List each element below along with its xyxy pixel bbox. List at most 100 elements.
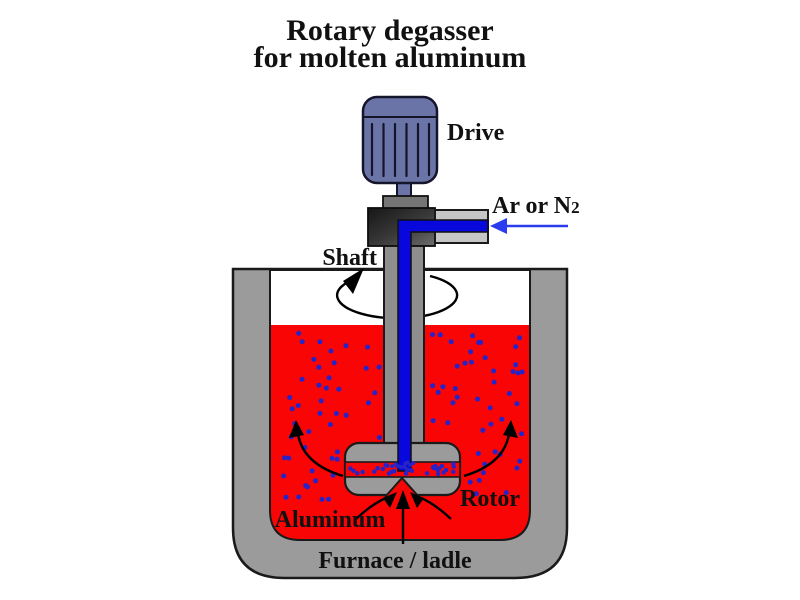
bubble [487,405,493,411]
label-aluminum: Aluminum [275,507,386,533]
label-gas: Ar or N2 [492,193,580,219]
bubble [331,360,337,366]
bubble [329,455,335,461]
bubble [375,466,380,471]
bubble [282,455,288,461]
drive-motor [361,95,439,199]
bubble [436,471,441,477]
bubble [517,458,523,464]
bubble [448,339,454,345]
bubble [492,449,498,455]
label-furnace-ladle: Furnace / ladle [318,548,472,574]
bubble [435,389,441,395]
bubble [488,421,494,427]
bubble [326,496,331,502]
bubble [439,463,445,469]
inflow-arrowhead-center [396,490,410,509]
bubble [336,386,342,392]
bubble [365,344,371,350]
label-shaft: Shaft [322,245,377,271]
bubble [319,496,325,502]
bubble [390,464,395,469]
bubble [514,465,520,471]
bubble [391,469,397,474]
motor-cooling-fins [370,122,431,178]
bubble [513,362,519,368]
bubble [289,406,295,412]
bubble [469,359,474,365]
bubble [334,456,340,462]
bubble [376,364,382,370]
bubble [316,364,322,370]
rotor-notch-edge [384,476,420,498]
title-line1: Rotary degasser [286,14,493,47]
bubble [441,470,446,475]
bubble [316,382,322,388]
flow-arc-left [296,433,344,478]
cavity-outline [269,269,531,541]
bubble [467,479,473,485]
rotor-band-bubbles [348,461,456,477]
bubble [299,376,305,382]
gas-arrowhead [490,218,507,234]
bubble [403,461,408,466]
bubble [295,403,301,408]
flow-arrowhead-right [503,420,518,438]
bubble [287,395,293,400]
motor-body [361,95,439,185]
bubble [306,429,312,435]
bubble [476,477,482,483]
gas-flow-channel [397,219,489,472]
bubble [360,469,365,475]
bubble [309,468,315,474]
inflow-arrowhead-left [383,492,397,508]
bubble [286,455,292,461]
bubble [348,466,353,471]
bubble [436,466,442,471]
bubble [343,343,349,349]
bubble [499,416,505,422]
bubble [451,464,456,469]
bubble [304,484,310,490]
bubble [351,468,356,473]
bubble [394,462,398,467]
bubble [311,356,317,362]
label-gas-main: Ar or N [492,193,572,219]
bubble [462,360,468,366]
bubble [437,332,443,338]
bubble [296,494,302,500]
bubble [468,349,474,355]
bubble [405,467,410,472]
bubble [380,466,386,472]
bubble [440,384,446,390]
bubble [445,420,451,426]
bubble [430,332,435,338]
gas-spray-bubbles [390,460,416,473]
bubble [372,469,377,474]
union-cap [382,195,429,210]
inflow-arc-left [355,496,387,520]
rotation-arrowhead [343,268,364,294]
bubble [454,394,460,400]
bubble [317,410,323,416]
bubble [476,340,482,345]
bubble [481,470,486,476]
bubble [450,400,456,406]
bubble [491,379,497,385]
bubble [402,464,407,469]
bubble [376,435,382,440]
bubble [299,339,305,345]
inflow-arrowhead-right [410,492,424,508]
bubble [451,469,456,474]
bubble [355,471,360,476]
bubble [470,333,476,339]
bubble [296,330,302,336]
inflow-arc-right [420,496,452,520]
bubble [519,431,525,437]
label-drive: Drive [447,120,505,146]
bubble [363,365,369,371]
bubble [318,398,324,404]
bubble [510,369,516,375]
